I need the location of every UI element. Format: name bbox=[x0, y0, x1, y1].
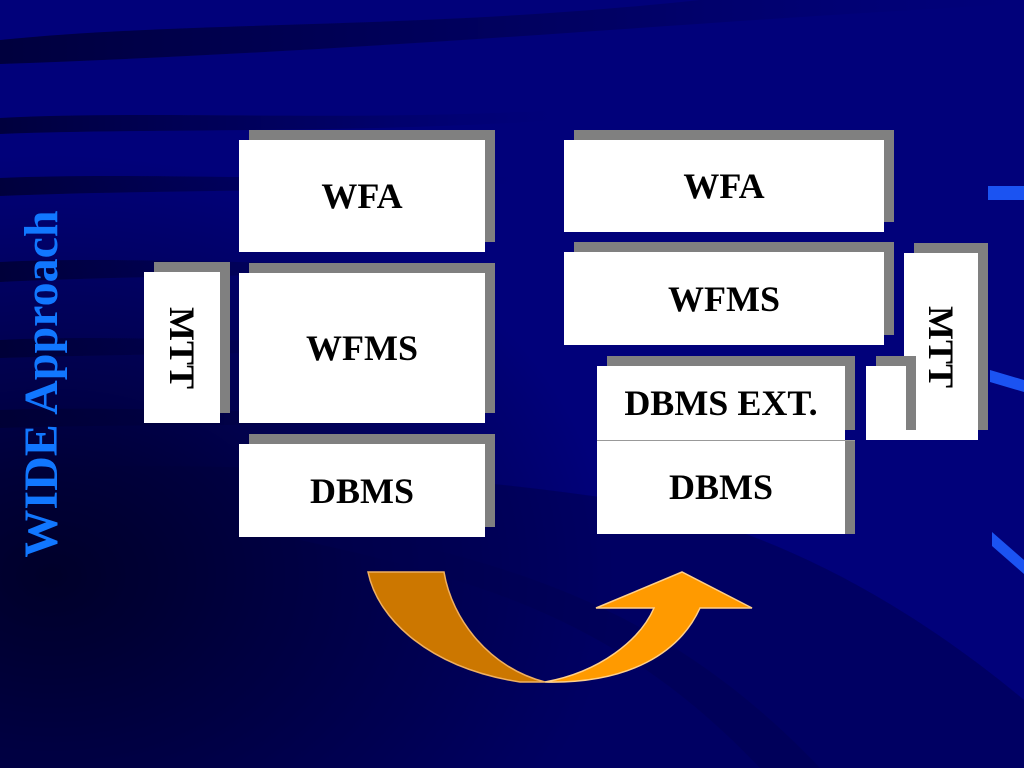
right-dbms-ext-label: DBMS EXT. bbox=[624, 383, 818, 423]
left-wfa-box: WFA bbox=[239, 140, 485, 252]
right-mtt-foot bbox=[866, 366, 906, 440]
right-wfa-box: WFA bbox=[564, 140, 884, 232]
left-dbms-box: DBMS bbox=[239, 444, 485, 537]
right-wfms-box: WFMS bbox=[564, 252, 884, 345]
left-wfms-box: WFMS bbox=[239, 273, 485, 423]
right-wfms-label: WFMS bbox=[668, 278, 780, 319]
left-dbms-label: DBMS bbox=[309, 470, 414, 511]
left-wfa-label: WFA bbox=[321, 176, 403, 216]
right-dbms-ext-box: DBMS EXT. bbox=[597, 366, 845, 440]
right-mtt-box: MTT bbox=[904, 253, 978, 440]
right-dbms-label: DBMS bbox=[668, 467, 773, 507]
right-wfa-label: WFA bbox=[683, 166, 765, 206]
left-wfms-label: WFMS bbox=[306, 328, 418, 368]
ext-divider bbox=[597, 440, 855, 441]
right-dbms-box: DBMS bbox=[597, 440, 845, 534]
left-mtt-box: MTT bbox=[144, 272, 220, 423]
